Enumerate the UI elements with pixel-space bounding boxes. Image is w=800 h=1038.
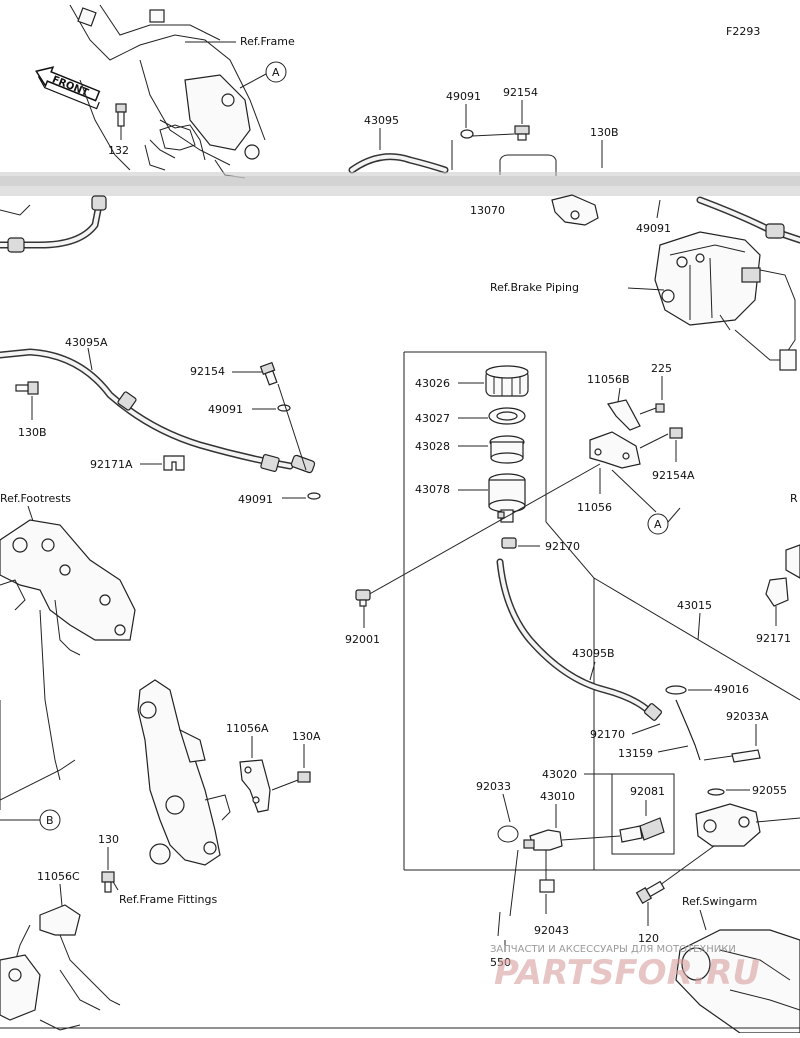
part-49091-right: 49091 (636, 222, 671, 235)
marker-b (39, 809, 61, 831)
part-130: 130 (98, 833, 119, 846)
washer-49091-top (460, 129, 474, 139)
part-92055: 92055 (752, 784, 787, 797)
part-11056A: 11056A (226, 722, 269, 735)
figure-code: F2293 (726, 25, 760, 38)
bracket-11056B (607, 399, 641, 431)
part-92033A: 92033A (726, 710, 769, 723)
bolt-130B (15, 381, 39, 395)
ref-swingarm-label: Ref.Swingarm (682, 895, 757, 908)
part-13070: 13070 (470, 204, 505, 217)
part-43026: 43026 (415, 377, 450, 390)
part-92154A: 92154A (652, 469, 695, 482)
part-43028: 43028 (415, 440, 450, 453)
master-cylinder-body (695, 803, 800, 847)
part-13159: 13159 (618, 747, 653, 760)
washer-49016 (665, 685, 687, 695)
swingarm-sketch (0, 929, 800, 1034)
ref-right-partial: R (790, 492, 798, 505)
part-92043: 92043 (534, 924, 569, 937)
part-92171: 92171 (756, 632, 791, 645)
bracket-11056C (0, 904, 121, 1031)
part-49091-top: 49091 (446, 90, 481, 103)
pin-92043 (539, 879, 555, 893)
part-11056: 11056 (577, 501, 612, 514)
abs-unit (654, 231, 761, 331)
diaphragm-43028 (489, 435, 525, 464)
clamp-92170-top (501, 537, 517, 549)
ref-frame-label: Ref.Frame (240, 35, 295, 48)
part-43010: 43010 (540, 790, 575, 803)
reservoir-43078 (488, 473, 526, 523)
marker-a-top (265, 61, 287, 83)
part-132: 132 (108, 144, 129, 157)
part-92170: 92170 (590, 728, 625, 741)
part-130A: 130A (292, 730, 321, 743)
bleeder-92154 (259, 361, 278, 386)
bolt-120 (635, 880, 665, 905)
clip-92171A (163, 455, 185, 471)
part-43078: 43078 (415, 483, 450, 496)
footrest-plate (0, 519, 136, 810)
marker-a-top-label: A (272, 66, 280, 79)
oring-92055 (707, 788, 725, 796)
cap-43026 (485, 365, 529, 397)
front-arrow-icon: FRONT (35, 66, 101, 110)
watermark-line2: PARTSFOR.RU (494, 953, 760, 993)
brake-pedal (137, 679, 231, 866)
part-49091-mid: 49091 (208, 403, 243, 416)
part-92154: 92154 (190, 365, 225, 378)
part-43095: 43095 (364, 114, 399, 127)
marker-a-inset (647, 513, 669, 535)
part-43095A: 43095A (65, 336, 108, 349)
part-92001: 92001 (345, 633, 380, 646)
marker-a-inset-label: A (654, 518, 662, 531)
part-11056C: 11056C (37, 870, 80, 883)
part-130B: 130B (18, 426, 47, 439)
part-92033: 92033 (476, 780, 511, 793)
bracket-11056A (239, 759, 271, 813)
watermark-line1: ЗАПЧАСТИ И АКСЕССУАРЫ ДЛЯ МОТОТЕХНИКИ (490, 944, 736, 955)
bolt-130A (297, 771, 311, 783)
part-43095B: 43095B (572, 647, 615, 660)
part-49091-low: 49091 (238, 493, 273, 506)
part-92171A: 92171A (90, 458, 133, 471)
part-43027: 43027 (415, 412, 450, 425)
part-43015: 43015 (677, 599, 712, 612)
plate-43027 (488, 407, 526, 425)
ref-frame-fittings-label: Ref.Frame Fittings (119, 893, 217, 906)
part-49016: 49016 (714, 683, 749, 696)
part-11056B: 11056B (587, 373, 630, 386)
part-550: 550 (490, 956, 511, 969)
part-92081: 92081 (630, 785, 665, 798)
screw-92154A (669, 427, 683, 439)
part-130B-top: 130B (590, 126, 619, 139)
part-120: 120 (638, 932, 659, 945)
part-43020: 43020 (542, 768, 577, 781)
ref-brake-piping-label: Ref.Brake Piping (490, 281, 579, 294)
bleeder-92154-top (514, 125, 530, 141)
clip-92171 (765, 577, 789, 607)
marker-b-label: B (46, 814, 54, 827)
front-label: FRONT (50, 74, 90, 99)
screw-92001 (355, 589, 371, 607)
part-92154-top: 92154 (503, 86, 538, 99)
ref-footrests-label: Ref.Footrests (0, 492, 71, 505)
bolt-130 (101, 871, 115, 893)
circlip-92033 (497, 825, 519, 843)
part-92170-top: 92170 (545, 540, 580, 553)
spring-92081 (619, 817, 665, 843)
piston-43010 (523, 829, 621, 851)
part-225: 225 (651, 362, 672, 375)
bolt-132 (115, 103, 127, 127)
frame-sketch (69, 4, 266, 179)
